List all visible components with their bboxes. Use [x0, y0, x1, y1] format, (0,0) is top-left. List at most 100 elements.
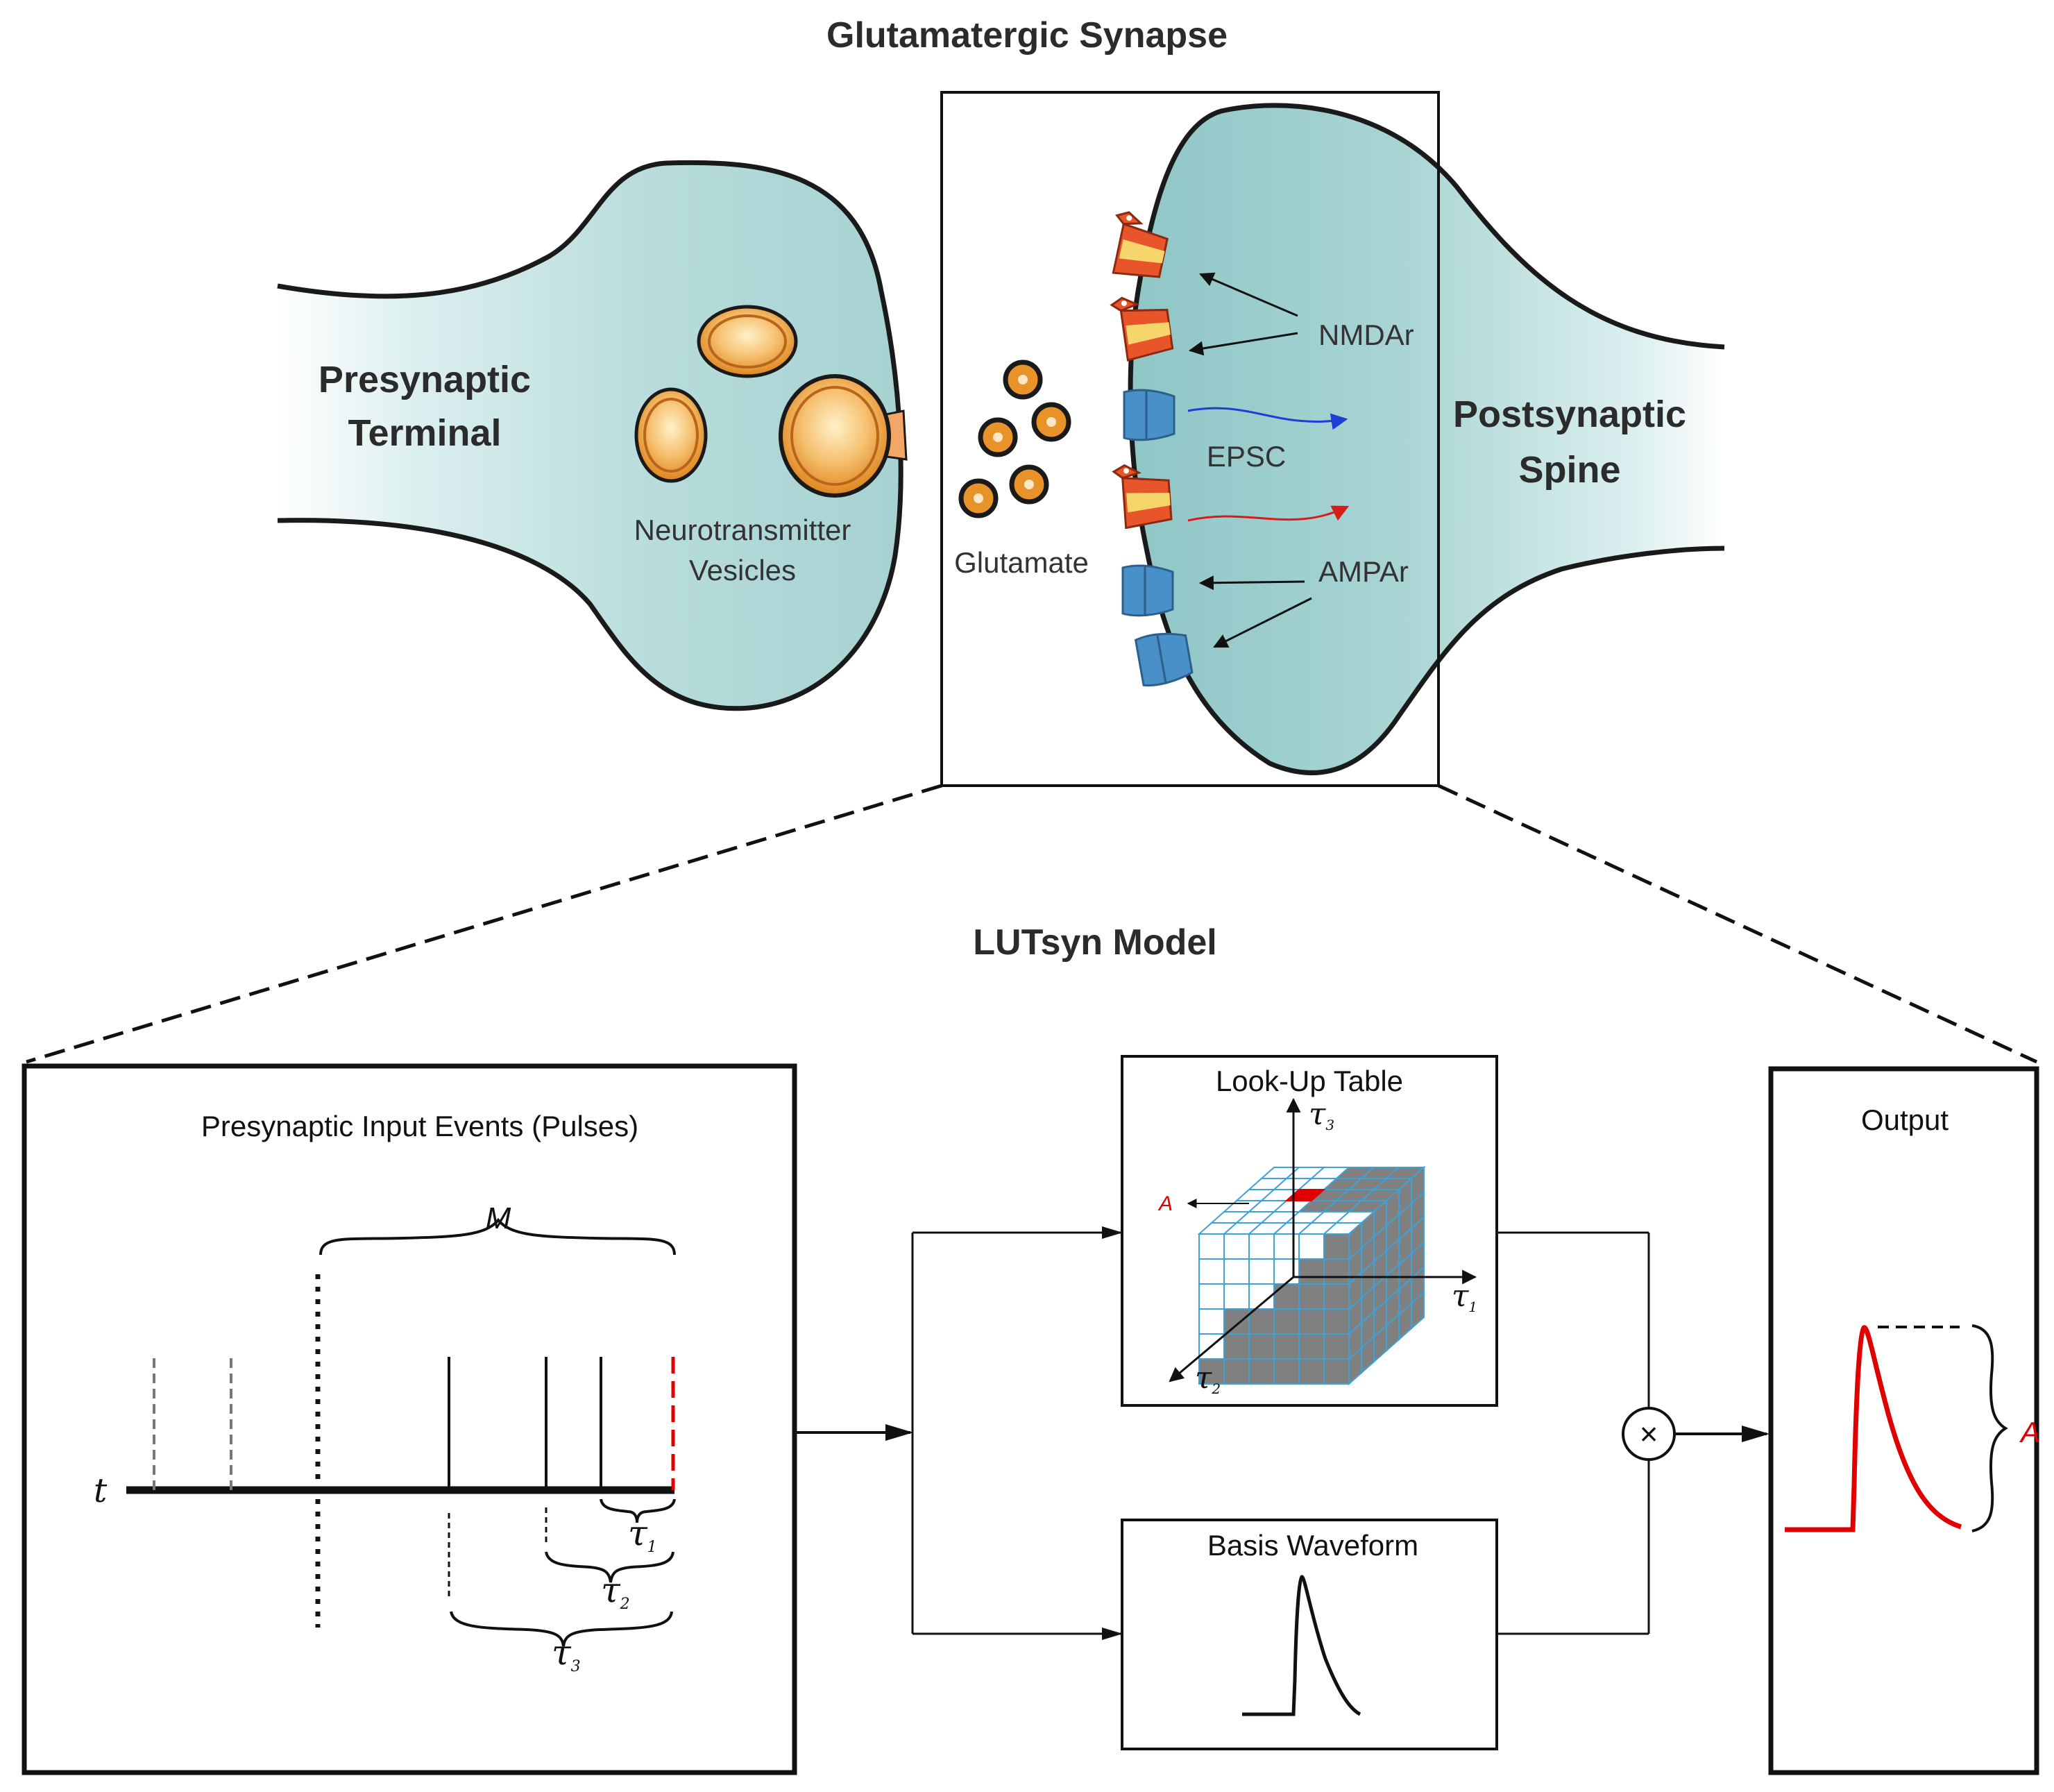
ampa-receptor [1134, 632, 1194, 687]
lut-tau2-label: τ2 [1195, 1360, 1221, 1397]
postsynaptic-label-1: Postsynaptic [1453, 394, 1686, 435]
lut-cell [1223, 1233, 1250, 1260]
lut-cell [1198, 1283, 1225, 1310]
lut-cell [1223, 1308, 1250, 1335]
vesicle [779, 374, 891, 498]
nmda-receptor [1112, 464, 1173, 530]
lut-cell [1198, 1258, 1225, 1285]
lut-cell [1273, 1333, 1300, 1360]
input-box [22, 1063, 797, 1775]
window-label: M [486, 1201, 511, 1235]
basis-waveform [1242, 1575, 1361, 1716]
postsynaptic-label-2: Spine [1518, 449, 1620, 491]
lut-cell [1248, 1333, 1275, 1360]
epsc-red-arrow [1187, 505, 1350, 522]
nmdar-label: NMDAr [1318, 319, 1414, 351]
lut-cell [1248, 1358, 1275, 1385]
nmda-receptor [1112, 211, 1169, 278]
basis-title: Basis Waveform [1207, 1529, 1418, 1562]
synapse-title: Glutamatergic Synapse [826, 15, 1228, 56]
output-waveform [1785, 1325, 1962, 1532]
model-title: LUTsyn Model [973, 922, 1216, 963]
zoom-connector-left [26, 784, 942, 1064]
lut-cell [1298, 1358, 1325, 1385]
vesicle [697, 305, 798, 378]
epsc-blue-arrow [1187, 407, 1348, 430]
ampar-arrow [1198, 575, 1305, 591]
tau2-label: τ2 [601, 1570, 630, 1613]
lut-tau1-label: τ1 [1452, 1278, 1477, 1315]
glutamate-molecule [1003, 360, 1043, 400]
tau1-brace [600, 1498, 676, 1523]
epsc-label: EPSC [1207, 440, 1286, 473]
glutamate-molecule [1031, 402, 1071, 442]
lut-cell [1223, 1358, 1250, 1385]
lut-cell [1273, 1358, 1300, 1385]
tau3-label: τ3 [552, 1632, 581, 1675]
ampar-label: AMPAr [1318, 555, 1409, 588]
window-brace [319, 1217, 676, 1256]
time-label: t [94, 1471, 108, 1510]
postsynaptic-spine [1128, 103, 1725, 775]
lut-cell [1298, 1283, 1325, 1310]
nmda-receptor [1110, 296, 1174, 362]
lut-cell [1273, 1283, 1300, 1310]
lut-cell [1248, 1308, 1275, 1335]
ampa-receptor [1121, 564, 1174, 617]
nmdar-arrow [1188, 332, 1298, 356]
lut-cell [1248, 1233, 1275, 1260]
lut-cell [1298, 1233, 1325, 1260]
glutamate-molecule [1009, 464, 1049, 505]
lut-cell [1248, 1258, 1275, 1285]
zoom-box [940, 91, 1440, 787]
basis-box [1121, 1519, 1498, 1750]
ampa-receptor [1123, 389, 1175, 441]
glutamate-molecules [958, 360, 1071, 518]
lut-selected-cell [1284, 1189, 1326, 1201]
nmdar-arrow [1199, 272, 1298, 317]
lut-title: Look-Up Table [1216, 1065, 1403, 1097]
output-box [1768, 1066, 2039, 1775]
lut-cube [1197, 1165, 1426, 1386]
lut-cell [1223, 1283, 1250, 1310]
tau2-brace [545, 1551, 674, 1583]
vesicles-label-2: Vesicles [689, 554, 796, 586]
multiply-symbol: × [1640, 1416, 1658, 1452]
lut-cell [1323, 1358, 1350, 1385]
lut-cell [1323, 1308, 1350, 1335]
lut-cell [1273, 1233, 1300, 1260]
glutamate-label: Glutamate [954, 546, 1089, 579]
lut-cell [1198, 1233, 1225, 1260]
lut-tau3-label: τ3 [1309, 1097, 1334, 1133]
lut-cell [1298, 1258, 1325, 1285]
output-title: Output [1861, 1104, 1949, 1136]
ampar-arrow [1213, 597, 1312, 648]
lut-cell [1323, 1258, 1350, 1285]
tau1-label: τ1 [628, 1513, 657, 1556]
amplitude-brace [1971, 1324, 2008, 1532]
glutamate-molecule [978, 417, 1018, 457]
lut-cell [1273, 1308, 1300, 1335]
output-amp-label: A [2019, 1416, 2040, 1448]
vesicles-label-1: Neurotransmitter [634, 514, 851, 546]
lut-cell [1223, 1258, 1250, 1285]
lut-amp-label: A [1157, 1192, 1173, 1215]
lut-cell [1323, 1283, 1350, 1310]
lut-cell [1323, 1333, 1350, 1360]
lut-cell [1298, 1333, 1325, 1360]
presynaptic-label-2: Terminal [348, 412, 501, 454]
lut-cell [1323, 1233, 1350, 1260]
presynaptic-label-1: Presynaptic [319, 359, 531, 400]
glutamate-molecule [958, 478, 999, 518]
lut-cell [1198, 1308, 1225, 1335]
lut-cell [1223, 1333, 1250, 1360]
vesicle [634, 387, 708, 483]
lut-axis-tau2 [1169, 1276, 1294, 1383]
zoom-connector-right [1437, 784, 2038, 1064]
lut-cell [1273, 1258, 1300, 1285]
input-box-title: Presynaptic Input Events (Pulses) [201, 1110, 638, 1142]
lut-cell [1298, 1308, 1325, 1335]
tau3-brace [450, 1611, 673, 1647]
vesicles [634, 305, 908, 498]
